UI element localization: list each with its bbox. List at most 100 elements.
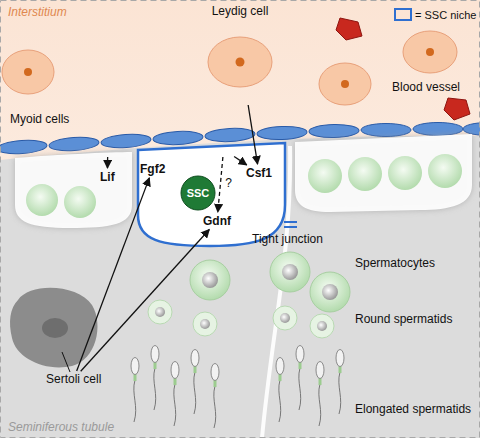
structure-label: Tight junction — [252, 232, 323, 246]
leader-line — [62, 352, 70, 372]
legend-text: = SSC niche — [415, 9, 476, 21]
myoid-cell-shape — [257, 126, 307, 141]
sertoli-cell-label: Sertoli cell — [46, 372, 101, 386]
sertoli-cell-label-text: Sertoli cell — [46, 372, 101, 386]
compartment-shadow — [295, 134, 472, 212]
arrow — [81, 229, 210, 371]
leydig-nucleus — [24, 68, 32, 76]
sertoli-cell-shape — [10, 288, 98, 368]
tight-junction-mark — [284, 221, 297, 223]
spermatocyte-shape — [190, 260, 230, 300]
spermatogonium-shape — [348, 157, 382, 191]
blood-vessel-shape — [444, 98, 470, 120]
cell-nucleus — [202, 272, 218, 288]
ssc-niche-outline — [138, 143, 285, 246]
leydig-cell-shape — [2, 50, 54, 94]
growth-factor: Lif — [100, 170, 115, 184]
basal-compartment — [295, 134, 472, 212]
cell-nucleus — [317, 321, 327, 331]
myoid-cell-shape — [361, 124, 411, 137]
myoid-cell-layer-text: Myoid cells — [10, 112, 260, 126]
region-label: Seminiferous tubule — [8, 420, 114, 434]
cell-nucleus — [200, 319, 210, 329]
myoid-cell-shape — [101, 133, 152, 149]
spermatogonium-shape — [388, 156, 422, 190]
elongated-spermatid-shape — [151, 346, 159, 411]
cell-type-label: Elongated spermatids — [355, 402, 471, 416]
myoid-cell-shape — [309, 124, 359, 138]
elongated-spermatid-shape — [171, 362, 179, 427]
cell-nucleus — [282, 264, 298, 280]
cell-nucleus — [322, 284, 338, 300]
cell-nucleus — [155, 307, 165, 317]
growth-factor-text: Gdnf — [203, 214, 231, 228]
leydig-cell-shape — [208, 37, 272, 87]
round-spermatid-shape — [193, 312, 217, 336]
dashed-arrow — [218, 157, 223, 212]
tubule-background — [0, 136, 480, 438]
blood-vessel-shape — [336, 18, 362, 40]
region-label: Interstitium — [8, 5, 67, 19]
spermatocyte-shape — [270, 252, 310, 292]
ssc-cell: SSC — [180, 175, 216, 211]
leydig-nucleus — [426, 48, 434, 56]
leydig-cell-shape — [319, 63, 371, 105]
arrow — [248, 105, 257, 164]
arrow — [107, 157, 108, 168]
spermatogonium-shape — [428, 154, 462, 188]
structure-label: Blood vessel — [392, 80, 460, 94]
basal-compartment — [15, 152, 132, 228]
myoid-cell-shape — [463, 123, 480, 136]
growth-factor: Gdnf — [203, 214, 231, 228]
elongated-spermatid-shape — [316, 362, 324, 427]
edge-label: ? — [225, 176, 232, 190]
cell-type-label: Round spermatids — [355, 312, 452, 326]
elongated-spermatid-shape — [276, 358, 284, 423]
elongated-spermatid-shape — [296, 346, 304, 411]
leydig-cell-text: Leydig cell — [198, 4, 282, 18]
legend: = SSC niche — [394, 8, 476, 21]
elongated-spermatid-shape — [211, 364, 219, 429]
elongated-spermatid-shape — [191, 350, 199, 415]
spermatocyte-shape — [310, 272, 350, 312]
tight-junction-mark — [284, 226, 297, 228]
cell-nucleus — [280, 313, 290, 323]
myoid-cell-shape — [0, 139, 47, 155]
sertoli-nucleus — [42, 318, 68, 338]
leydig-cell: Leydig cell — [198, 4, 282, 104]
myoid-cell-shape — [49, 136, 100, 152]
round-spermatid-shape — [273, 306, 297, 330]
myoid-cell-shape — [413, 123, 463, 136]
leydig-nucleus — [341, 80, 349, 88]
legend-swatch — [394, 8, 412, 21]
arrow — [234, 157, 247, 165]
spermatogonium-shape — [64, 186, 96, 218]
cell-type-label: Spermatocytes — [355, 256, 435, 270]
leydig-nucleus — [236, 58, 245, 67]
round-spermatid-shape — [148, 300, 172, 324]
compartment-shadow — [15, 152, 132, 228]
arrow — [77, 178, 150, 371]
growth-factor: Fgf2 — [140, 162, 165, 176]
round-spermatid-shape — [310, 314, 334, 338]
growth-factor-text: Csf1 — [246, 166, 272, 180]
growth-factor-text: Fgf2 — [140, 162, 165, 176]
ssc-cell-text: SSC — [187, 186, 210, 200]
leydig-cell-shape — [403, 31, 457, 73]
growth-factor: Csf1 — [246, 166, 272, 180]
cell-body — [181, 176, 215, 210]
spermatogonium-shape — [26, 184, 58, 216]
spermatogonium-shape — [308, 159, 342, 193]
growth-factor-text: Lif — [100, 170, 115, 184]
legend-row: = SSC niche — [394, 8, 476, 21]
myoid-cell-shape — [205, 127, 256, 143]
myoid-cell-layer: Myoid cells — [10, 112, 260, 156]
elongated-spermatid-shape — [131, 358, 139, 423]
elongated-spermatid-shape — [336, 350, 344, 415]
